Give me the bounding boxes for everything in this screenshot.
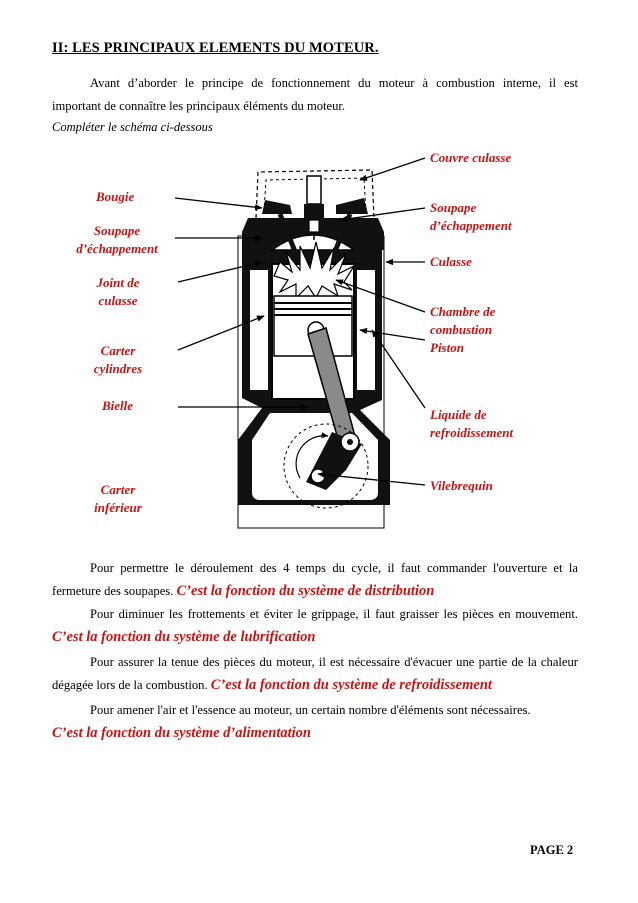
system-alimentation: Pour amener l'air et l'essence au moteur… (52, 699, 578, 745)
label-culasse: Culasse (430, 254, 472, 269)
system-lubrification: Pour diminuer les frottements et éviter … (52, 603, 578, 649)
label-bougie: Bougie (96, 189, 135, 204)
spark-plug (304, 175, 324, 240)
label-vilebrequin: Vilebrequin (430, 478, 493, 493)
system-line: Pour permettre le déroulement des 4 temp… (90, 561, 578, 575)
label-bielle: Bielle (102, 398, 134, 413)
system-emphasis: C’est la fonction du système de distribu… (176, 583, 435, 599)
label-carter-inferieur: Carter inférieur (94, 482, 142, 515)
label-carter-cylindres: Carter cylindres (93, 343, 143, 376)
label-joint-de-culasse: Joint de culasse (96, 275, 140, 308)
instruction-text: Compléter le schéma ci-dessous (52, 120, 213, 134)
page-number: PAGE 2 (530, 843, 574, 857)
label-chambre-combustion: Chambre de combustion (430, 304, 496, 337)
combustion-flame (273, 241, 356, 300)
system-distribution: Pour permettre le déroulement des 4 temp… (52, 557, 578, 603)
system-line: Pour amener l'air et l'essence au moteur… (90, 703, 531, 717)
intro-line-1: Avant d’aborder le principe de fonctionn… (90, 76, 578, 90)
system-emphasis: C’est la fonction du système de lubrific… (52, 629, 316, 645)
label-soupape-echappement-right: Soupape d’échappement (430, 200, 512, 233)
right-arrows (317, 157, 426, 486)
label-liquide-refroidissement: Liquide de refroidissement (430, 407, 514, 440)
label-piston: Piston (430, 340, 464, 355)
system-line: fermeture des soupapes. (52, 584, 174, 598)
section-heading: II: LES PRINCIPAUX ELEMENTS DU MOTEUR. (52, 40, 379, 56)
system-line: Pour assurer la tenue des pièces du mote… (90, 655, 578, 669)
label-couvre-culasse: Couvre culasse (430, 150, 512, 165)
intro-line-2: important de connaître les principaux él… (52, 99, 346, 113)
intro-paragraph: Avant d’aborder le principe de fonctionn… (52, 72, 578, 118)
system-refroidissement: Pour assurer la tenue des pièces du mote… (52, 651, 578, 697)
left-arrows (174, 197, 309, 411)
label-soupape-echappement-left: Soupape d’échappement (76, 223, 158, 256)
system-emphasis: C’est la fonction du système d’alimentat… (52, 725, 311, 741)
system-line: Pour diminuer les frottements et éviter … (90, 607, 578, 621)
system-line: dégagée lors de la combustion. (52, 678, 208, 692)
system-emphasis: C’est la fonction du système de refroidi… (210, 677, 492, 693)
